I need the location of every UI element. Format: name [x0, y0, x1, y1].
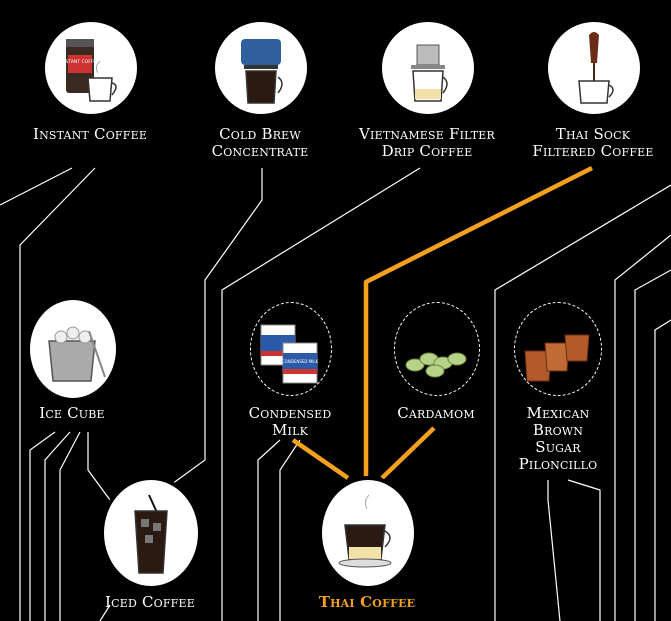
vietnamese-filter-label: Vietnamese Filter Drip Coffee — [359, 125, 495, 160]
piloncillo-icon — [524, 334, 590, 382]
condensed-milk-node: CONDENSED MILK — [250, 302, 332, 396]
highlight-line-cardamom — [380, 426, 436, 480]
thai-sock-node — [548, 22, 640, 114]
thai-sock-icon — [578, 32, 614, 104]
iced-coffee-glass-icon — [134, 494, 168, 574]
cold-brew-icon — [241, 39, 283, 104]
cold-brew-node — [215, 22, 307, 114]
instant-coffee-node: INSTANT COFFEE — [45, 22, 137, 114]
ice-cube-label: Ice Cube — [39, 404, 105, 422]
instant-coffee-icon: INSTANT COFFEE — [61, 39, 117, 102]
thai-coffee-cup-icon — [338, 494, 392, 568]
highlight-line-thai-sock — [363, 165, 594, 478]
cardamom-node — [394, 302, 480, 396]
condensed-milk-label: Condensed Milk — [248, 404, 332, 439]
condensed-milk-can-icon: CONDENSED MILK — [260, 324, 319, 384]
thai-sock-label: Thai Sock Filtered Coffee — [532, 125, 654, 160]
cardamom-pods-icon — [405, 352, 467, 378]
iced-coffee-node — [104, 480, 198, 586]
vietnamese-filter-icon — [411, 44, 448, 102]
instant-coffee-label: Instant Coffee — [32, 125, 148, 143]
instant-jar-label: INSTANT COFFEE — [61, 59, 99, 65]
thai-coffee-node — [322, 480, 414, 586]
ice-cube-node — [30, 300, 116, 398]
highlight-line-condensed — [291, 438, 350, 480]
thai-coffee-label: Thai Coffee — [318, 593, 416, 611]
vietnamese-filter-node — [382, 22, 474, 114]
cold-brew-label: Cold Brew Concentrate — [211, 125, 309, 160]
can-label: CONDENSED MILK — [282, 359, 319, 364]
ice-bucket-icon — [48, 326, 106, 382]
iced-coffee-label: Iced Coffee — [105, 593, 195, 611]
cardamom-label: Cardamom — [397, 404, 475, 422]
piloncillo-node — [514, 302, 602, 396]
piloncillo-label: Mexican Brown Sugar Piloncillo — [518, 404, 598, 473]
